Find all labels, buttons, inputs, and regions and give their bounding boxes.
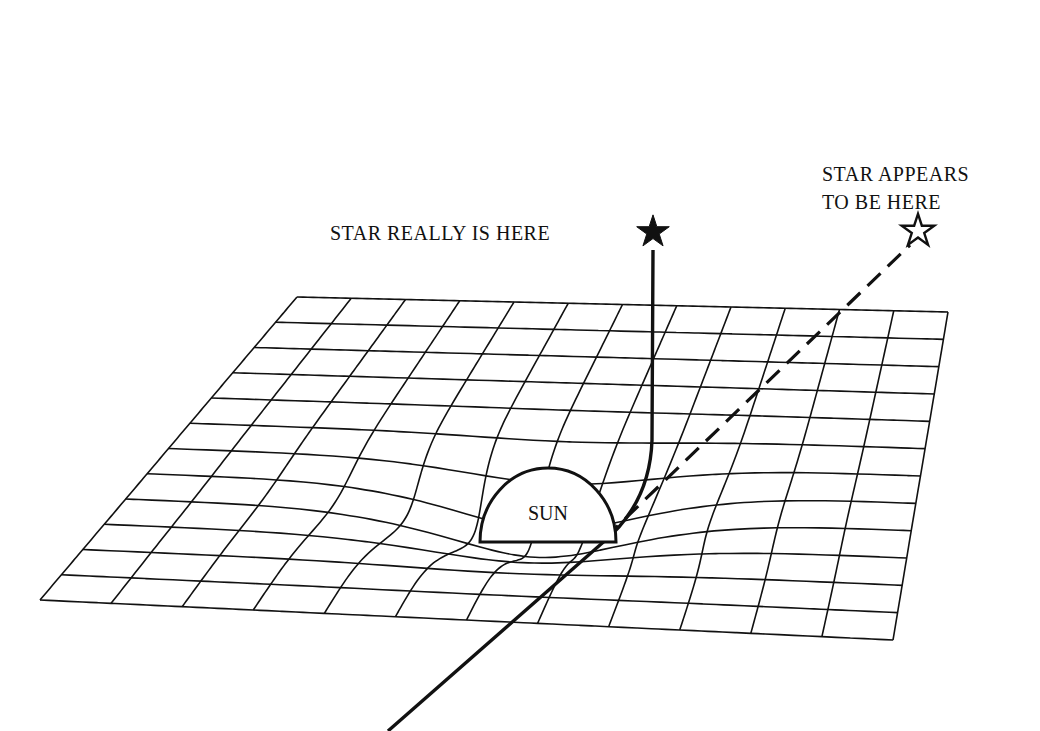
body-name: SUN xyxy=(528,486,568,525)
grid-line xyxy=(83,550,902,586)
star-label: STAR REALLY IS HERE xyxy=(330,219,550,247)
real-star xyxy=(637,215,670,246)
grid-line xyxy=(40,600,893,640)
sun-dome: SUN xyxy=(478,466,618,544)
grid-line xyxy=(680,308,786,630)
real-light-path xyxy=(388,250,653,731)
apparent-star xyxy=(902,214,935,245)
sun-shape xyxy=(480,468,616,542)
grid-line xyxy=(751,310,840,634)
grid-line xyxy=(40,297,297,600)
grid-line xyxy=(609,307,731,627)
grid-line xyxy=(893,312,948,640)
grid-line xyxy=(822,311,894,637)
grid-line xyxy=(190,423,925,448)
warped-grid xyxy=(40,297,948,640)
star-label: STAR APPEARS TO BE HERE xyxy=(822,160,982,216)
grid-line xyxy=(395,303,568,616)
